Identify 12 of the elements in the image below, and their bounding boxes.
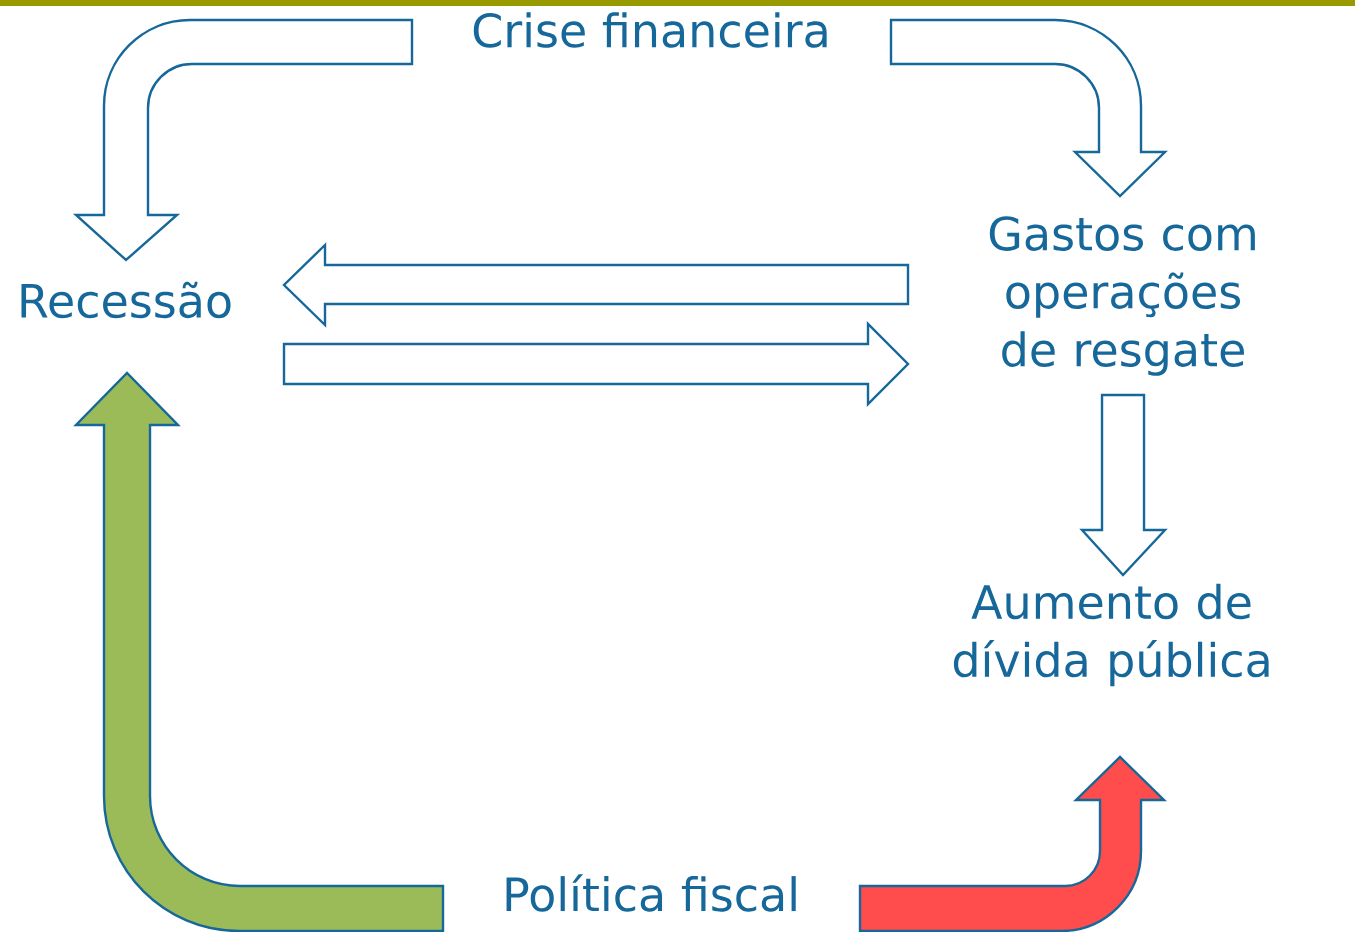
block-arrow	[858, 755, 1166, 932]
concept-label: Recessão	[21, 281, 231, 319]
block-arrow	[74, 18, 414, 262]
block-arrow	[282, 321, 910, 407]
concept-label: Aumento de dívida pública	[953, 583, 1269, 687]
concept-label: Gastos com operações de resgate	[989, 216, 1255, 376]
block-arrow	[889, 18, 1167, 198]
block-arrow	[74, 371, 445, 932]
concept-label: Política fiscal	[506, 874, 796, 912]
concept-label: Crise financeira	[473, 12, 827, 48]
block-arrow	[282, 242, 910, 328]
block-arrow	[1079, 393, 1168, 577]
